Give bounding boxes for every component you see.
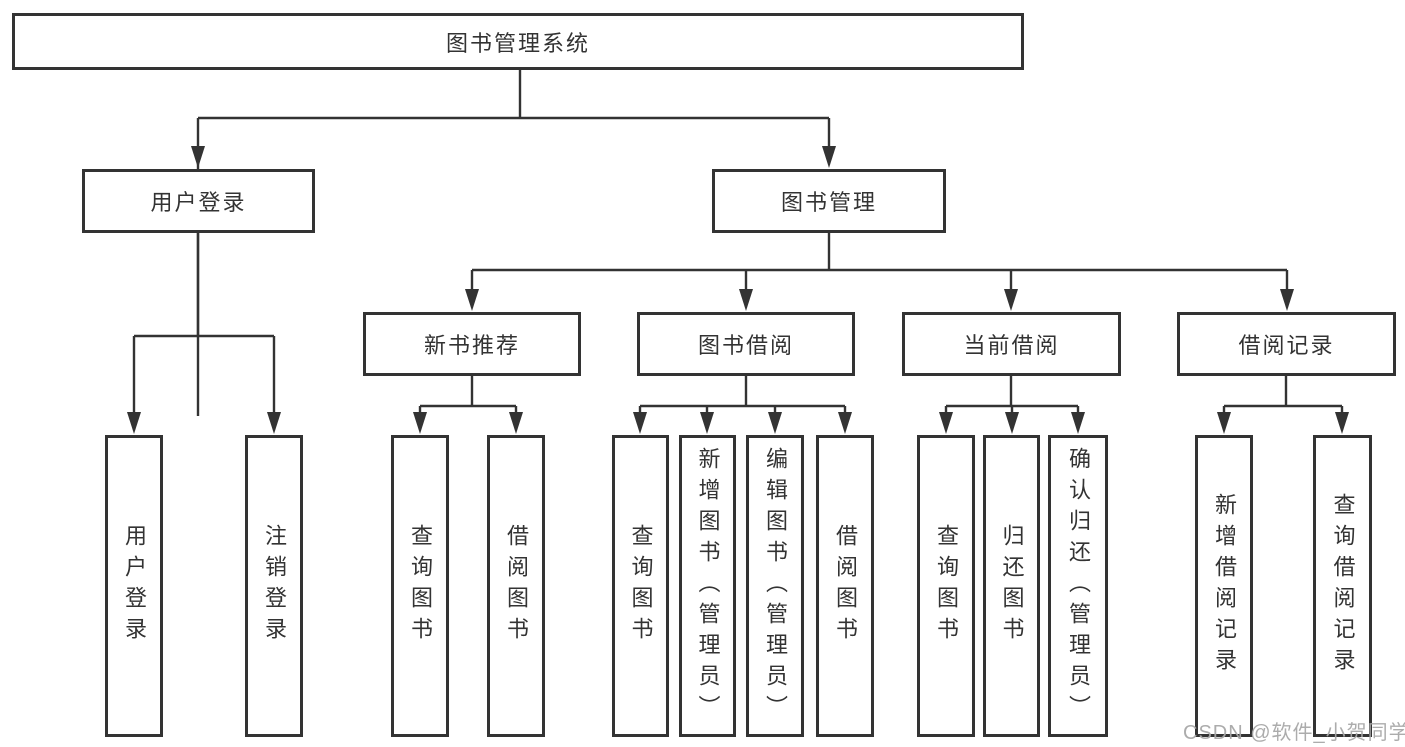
node-user-login: 用户登录	[82, 169, 315, 233]
node-book-management: 图书管理	[712, 169, 946, 233]
leaf-add-borrow-record-label: 新增借阅记录	[1212, 493, 1237, 679]
leaf-logout-label: 注销登录	[262, 524, 287, 648]
node-new-book-recommend-label: 新书推荐	[423, 333, 520, 358]
leaf-query-borrow-record-label: 查询借阅记录	[1330, 493, 1356, 679]
leaf-add-books-admin: 新增图书（管理员）	[679, 435, 736, 737]
leaf-return-books: 归还图书	[983, 435, 1040, 737]
leaf-recommend-borrow-books-label: 借阅图书	[504, 524, 529, 648]
connector-new-book-children	[418, 376, 518, 418]
node-current-borrow-label: 当前借阅	[963, 333, 1060, 358]
leaf-recommend-query-books: 查询图书	[391, 435, 449, 737]
connector-book-mgmt-children	[470, 233, 1289, 298]
leaf-logout: 注销登录	[245, 435, 303, 737]
node-user-login-label: 用户登录	[150, 190, 247, 215]
node-current-borrow: 当前借阅	[902, 312, 1121, 376]
leaf-borrow-query-books: 查询图书	[612, 435, 669, 737]
leaf-recommend-query-books-label: 查询图书	[408, 524, 433, 648]
node-new-book-recommend: 新书推荐	[363, 312, 581, 376]
leaf-add-borrow-record: 新增借阅记录	[1195, 435, 1253, 737]
leaf-current-query-books: 查询图书	[917, 435, 975, 737]
leaf-query-borrow-record: 查询借阅记录	[1313, 435, 1372, 737]
connector-book-borrow-children	[638, 376, 847, 418]
leaf-user-login-label: 用户登录	[122, 524, 147, 648]
connector-current-borrow-children	[944, 376, 1080, 418]
leaf-borrow-books: 借阅图书	[816, 435, 874, 737]
node-root: 图书管理系统	[12, 13, 1024, 70]
leaf-return-books-label: 归还图书	[999, 524, 1025, 648]
leaf-recommend-borrow-books: 借阅图书	[487, 435, 545, 737]
csdn-watermark: CSDN @软件_小贺同学	[1183, 722, 1405, 744]
leaf-edit-books-admin: 编辑图书（管理员）	[746, 435, 804, 737]
connector-user-login-children	[132, 233, 276, 416]
node-book-borrow-label: 图书借阅	[697, 333, 794, 358]
leaf-edit-books-admin-label: 编辑图书（管理员）	[763, 446, 788, 726]
node-borrow-records: 借阅记录	[1177, 312, 1396, 376]
leaf-borrow-query-books-label: 查询图书	[628, 524, 654, 648]
leaf-confirm-return-admin: 确认归还（管理员）	[1048, 435, 1108, 737]
connector-borrow-records-children	[1222, 376, 1344, 418]
node-borrow-records-label: 借阅记录	[1238, 333, 1335, 358]
leaf-borrow-books-label: 借阅图书	[833, 524, 858, 648]
leaf-user-login: 用户登录	[105, 435, 163, 737]
node-book-management-label: 图书管理	[780, 190, 877, 215]
connector-root-to-level2	[196, 69, 831, 416]
node-root-label: 图书管理系统	[445, 30, 590, 56]
arrowheads	[127, 146, 1349, 434]
leaf-confirm-return-admin-label: 确认归还（管理员）	[1066, 446, 1091, 726]
leaf-current-query-books-label: 查询图书	[934, 524, 959, 648]
leaf-add-books-admin-label: 新增图书（管理员）	[695, 446, 721, 726]
node-book-borrow: 图书借阅	[637, 312, 855, 376]
